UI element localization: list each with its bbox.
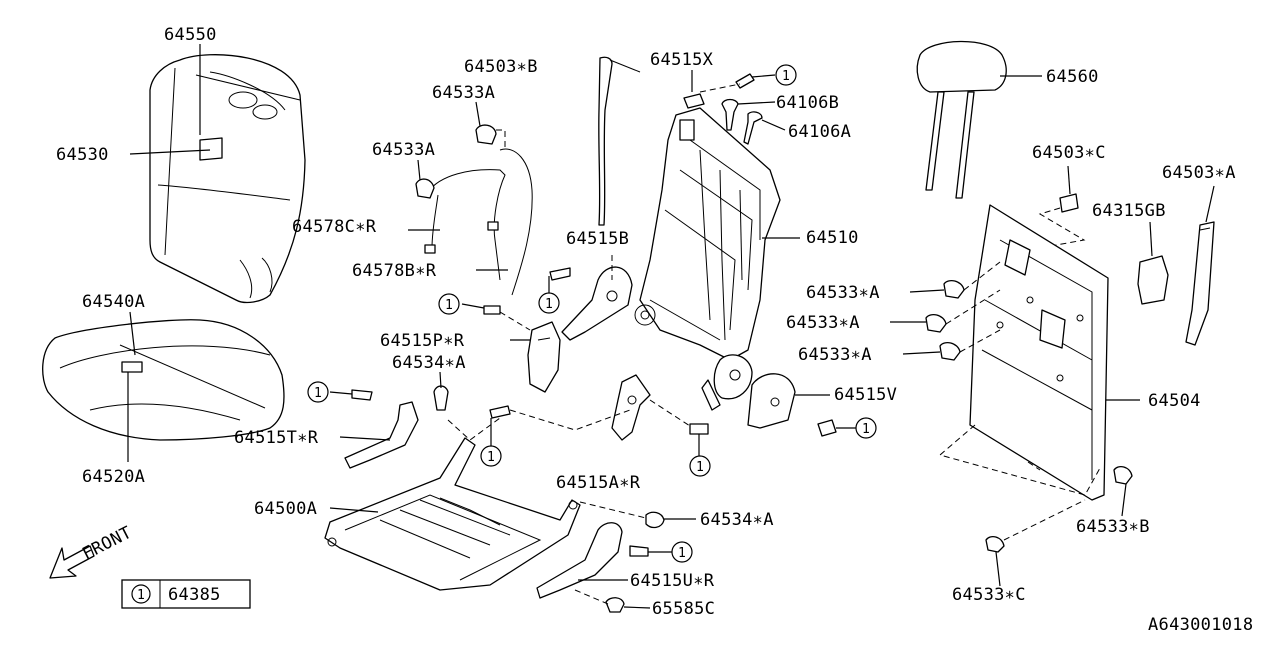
headrest [916, 40, 1007, 199]
label-64515U: 64515U∗R [630, 571, 715, 591]
label-64534A-right: 64534∗A [700, 510, 774, 530]
screw-top [735, 73, 755, 89]
rod-64503B [598, 56, 641, 226]
label-64503B: 64503∗B [464, 57, 538, 77]
label-64515B: 64515B [566, 229, 629, 249]
label-64578C: 64578C∗R [292, 217, 377, 237]
label-64533B: 64533∗B [1076, 517, 1150, 537]
cover-64515B [561, 255, 633, 341]
label-64106B: 64106B [776, 93, 839, 113]
label-64510: 64510 [806, 228, 859, 248]
seat-back-frame [634, 107, 781, 411]
label-64106A: 64106A [788, 122, 851, 142]
diagram-code: A643001018 [1148, 615, 1253, 635]
callout-1-b: 1 [545, 297, 553, 312]
leader-64533A-top [475, 101, 481, 127]
callout-1-c: 1 [445, 298, 453, 313]
bracket-64515U [536, 522, 623, 599]
label-64533A-top: 64533A [432, 83, 495, 103]
rod-64503A [1185, 221, 1215, 346]
clip-65585C [605, 597, 625, 613]
label-64533A-r1: 64533∗A [806, 283, 880, 303]
seat-back-cushion [149, 54, 306, 304]
label-64503A: 64503∗A [1162, 163, 1236, 183]
callout-circles: 1 1 1 1 1 1 1 1 [307, 64, 877, 563]
screw-64515T [351, 389, 373, 401]
label-64520A: 64520A [82, 467, 145, 487]
clip-64533B [1113, 465, 1133, 485]
label-64534A-left: 64534∗A [392, 353, 466, 373]
screw-left-mid [483, 305, 501, 315]
callout-1-g: 1 [862, 422, 870, 437]
cover-64515A [611, 374, 651, 441]
label-64533A-mid: 64533A [372, 140, 435, 160]
label-64533A-r2: 64533∗A [786, 313, 860, 333]
clip-64515X [683, 93, 705, 109]
callout-1-h: 1 [678, 546, 686, 561]
leader-64530 [129, 149, 211, 155]
label-64515A: 64515A∗R [556, 473, 641, 493]
label-64560: 64560 [1046, 67, 1099, 87]
label-64315GB: 64315GB [1092, 201, 1166, 221]
label-64540A: 64540A [82, 292, 145, 312]
label-64533A-r3: 64533∗A [798, 345, 872, 365]
legend-symbol: 1 [137, 588, 145, 603]
cover-64515V [747, 373, 796, 429]
label-64515P: 64515P∗R [380, 331, 465, 351]
callout-1-d: 1 [314, 386, 322, 401]
legend: 1 64385 [121, 579, 251, 609]
bumper-64534A-right [645, 511, 665, 529]
legend-part: 64385 [168, 585, 221, 605]
callout-1-e: 1 [487, 450, 495, 465]
pins-64106 [721, 98, 763, 145]
label-65585C: 65585C [652, 599, 715, 619]
part-labels: 64550 64530 64540A 64520A 64503∗B 64533A… [56, 25, 1253, 635]
leader-64540A [129, 311, 136, 356]
label-64530: 64530 [56, 145, 109, 165]
cover-64515P [527, 321, 561, 393]
bracket-64515T [344, 401, 419, 469]
back-panel [969, 204, 1109, 501]
label-64550: 64550 [164, 25, 217, 45]
callout-1-a: 1 [782, 69, 790, 84]
screw-64515U [629, 545, 649, 557]
seat-cushion [42, 319, 285, 441]
label-64500A: 64500A [254, 499, 317, 519]
label-64578B: 64578B∗R [352, 261, 437, 281]
callout-1-f: 1 [696, 460, 704, 475]
front-arrow [49, 545, 95, 579]
screw-64515B [549, 267, 571, 281]
screw-64515V [817, 419, 837, 437]
screw-lower-mid [489, 405, 511, 419]
label-64515X: 64515X [650, 50, 714, 70]
leader-64533A-mid [417, 159, 421, 181]
label-64515V: 64515V [834, 385, 897, 405]
screw-64515A [689, 423, 709, 435]
guide-64503C [1059, 193, 1079, 213]
label-64504: 64504 [1148, 391, 1201, 411]
label-64533C: 64533∗C [952, 585, 1026, 605]
front-label: FRONT [79, 523, 135, 565]
clips-64533A-right [925, 279, 965, 361]
cable-assembly [415, 124, 533, 296]
label-64503C: 64503∗C [1032, 143, 1106, 163]
clip-64533C [985, 535, 1005, 553]
seat-cushion-frame [324, 437, 581, 591]
plate-64315GB [1137, 255, 1169, 305]
label-64515T: 64515T∗R [234, 428, 319, 448]
bumper-64534A-left [433, 385, 449, 411]
